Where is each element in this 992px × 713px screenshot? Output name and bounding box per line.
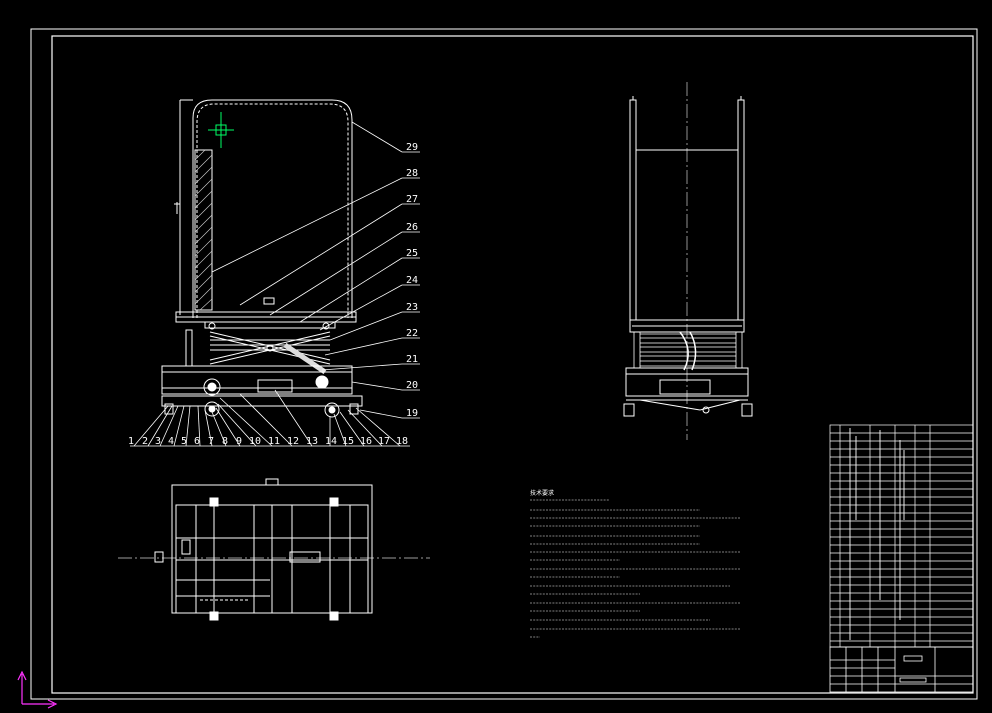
leader-lines-right [211, 121, 420, 419]
balloon-6: 6 [194, 436, 200, 447]
balloons-bottom: 1 2 3 4 5 6 7 8 9 10 11 12 13 14 15 16 1… [128, 436, 408, 447]
balloon-29: 29 [406, 142, 418, 153]
balloon-27: 27 [406, 194, 418, 205]
balloon-19: 19 [406, 408, 418, 419]
balloon-17: 17 [378, 436, 390, 447]
parts-list-table [829, 424, 974, 648]
side-view [623, 82, 753, 440]
balloon-14: 14 [325, 436, 337, 447]
title-block [829, 646, 974, 693]
balloon-13: 13 [306, 436, 318, 447]
balloon-23: 23 [406, 302, 418, 313]
notes-heading: 技术要求 [530, 489, 554, 497]
balloon-21: 21 [406, 354, 418, 365]
ucs-axis-icon [17, 670, 58, 709]
balloon-8: 8 [222, 436, 228, 447]
balloon-4: 4 [168, 436, 174, 447]
balloon-16: 16 [360, 436, 372, 447]
balloon-9: 9 [236, 436, 242, 447]
front-view [161, 99, 363, 418]
technical-notes: 技术要求 [530, 489, 740, 638]
balloons-right: 29 28 27 26 25 24 23 22 21 20 19 [406, 142, 418, 419]
leader-lines-bottom [130, 389, 410, 447]
balloon-2: 2 [142, 436, 148, 447]
balloon-7: 7 [208, 436, 214, 447]
balloon-24: 24 [406, 275, 418, 286]
balloon-22: 22 [406, 328, 418, 339]
balloon-25: 25 [406, 248, 418, 259]
balloon-1: 1 [128, 436, 134, 447]
outer-frame [30, 28, 978, 700]
balloon-12: 12 [287, 436, 299, 447]
balloon-3: 3 [155, 436, 161, 447]
balloon-28: 28 [406, 168, 418, 179]
top-view [118, 478, 430, 621]
inner-frame [51, 35, 974, 694]
cursor-crosshair [208, 112, 234, 148]
balloon-11: 11 [268, 436, 280, 447]
balloon-15: 15 [342, 436, 354, 447]
balloon-20: 20 [406, 380, 418, 391]
balloon-18: 18 [396, 436, 408, 447]
balloon-5: 5 [181, 436, 187, 447]
balloon-10: 10 [249, 436, 261, 447]
balloon-26: 26 [406, 222, 418, 233]
